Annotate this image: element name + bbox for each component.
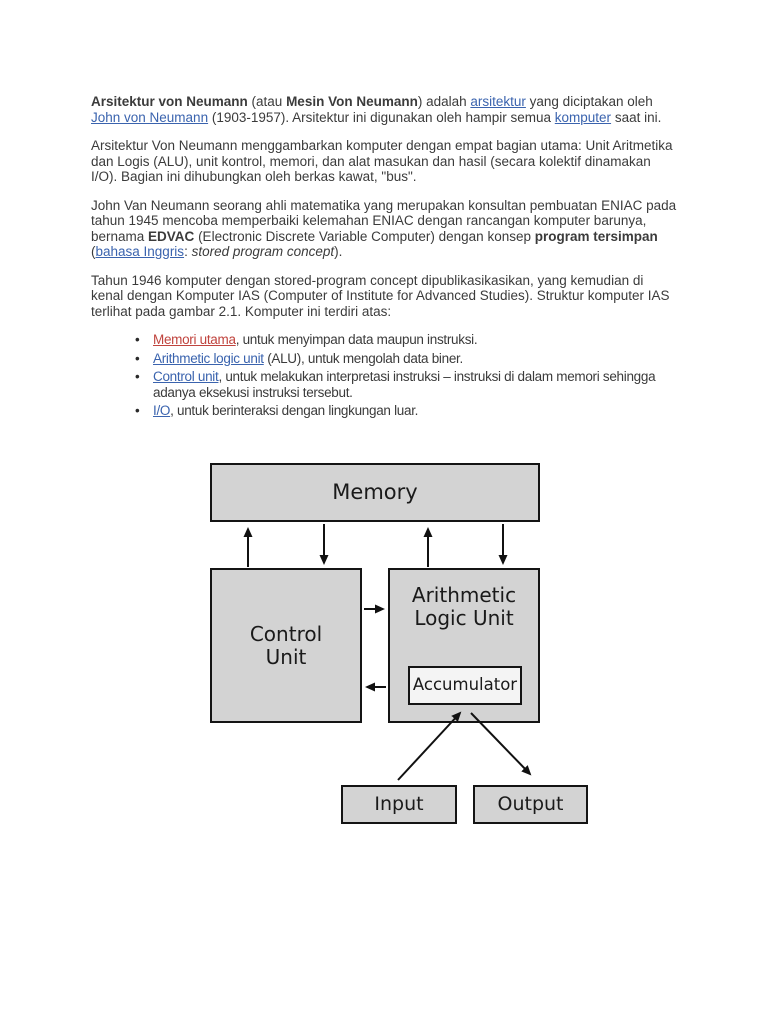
text-run: ).: [334, 244, 343, 259]
text-run: Mesin Von Neumann: [286, 94, 418, 109]
arrow-input-to-accumulator: [397, 711, 462, 781]
text-run: Tahun 1946 komputer dengan stored-progra…: [91, 272, 670, 319]
text-run: ) adalah: [417, 94, 471, 109]
link-control-unit[interactable]: Control unit: [153, 369, 219, 384]
input-label: Input: [374, 792, 424, 815]
memory-label: Memory: [332, 480, 418, 505]
link-i-o[interactable]: I/O: [153, 403, 171, 418]
von-neumann-architecture-diagram: Memory Control Unit Arithmetic Logic Uni…: [210, 463, 588, 825]
text-run: , untuk melakukan interpretasi instruksi…: [153, 369, 656, 400]
link-john-von-neumann[interactable]: John von Neumann: [91, 109, 209, 125]
control-unit-label: Control Unit: [249, 621, 323, 669]
text-run: (ALU), untuk mengolah data biner.: [263, 350, 463, 366]
text-run: , untuk menyimpan data maupun instruksi.: [235, 332, 478, 347]
link-memori-utama[interactable]: Memori utama: [153, 332, 236, 347]
text-run: Arsitektur von Neumann: [91, 94, 248, 109]
alu-label: Arithmetic Logic Unit: [411, 583, 517, 630]
accumulator-label: Accumulator: [412, 675, 518, 695]
text-run: (Electronic Discrete Variable Computer) …: [194, 228, 535, 244]
text-run: John Van Neumann seorang ahli matematika…: [91, 197, 677, 244]
paragraph-empat-bagian: Arsitektur Von Neumann menggambarkan kom…: [91, 138, 677, 185]
paragraph-komputer-ias: Tahun 1946 komputer dengan stored-progra…: [91, 273, 677, 320]
text-run: saat ini.: [611, 109, 662, 125]
output-label: Output: [497, 792, 564, 815]
link-arithmetic-logic-unit[interactable]: Arithmetic logic unit: [153, 350, 264, 366]
list-item: Memori utama, untuk menyimpan data maupu…: [135, 332, 677, 348]
article-body: Arsitektur von Neumann (atau Mesin Von N…: [91, 94, 677, 422]
link-arsitektur[interactable]: arsitektur: [470, 94, 526, 109]
component-list: Memori utama, untuk menyimpan data maupu…: [91, 332, 677, 419]
text-run: stored program concept: [191, 244, 335, 259]
link-bahasa-inggris[interactable]: bahasa Inggris: [95, 244, 185, 259]
link-komputer[interactable]: komputer: [554, 109, 612, 125]
list-item: Arithmetic logic unit (ALU), untuk mengo…: [135, 350, 677, 367]
diagram-box-accumulator: Accumulator: [408, 666, 522, 705]
text-run: Arsitektur Von Neumann menggambarkan kom…: [91, 138, 673, 184]
article-paragraphs: Arsitektur von Neumann (atau Mesin Von N…: [91, 94, 677, 319]
text-run: , untuk berinteraksi dengan lingkungan l…: [170, 403, 419, 418]
text-run: (: [91, 244, 96, 259]
diagram-box-control-unit: Control Unit: [210, 568, 362, 723]
diagram-box-memory: Memory: [210, 463, 540, 522]
text-run: yang diciptakan oleh: [525, 94, 653, 109]
text-run: program tersimpan: [534, 228, 658, 244]
list-item: Control unit, untuk melakukan interpreta…: [135, 369, 677, 400]
diagram-box-output: Output: [473, 785, 588, 824]
paragraph-eniac-edvac: John Van Neumann seorang ahli matematika…: [91, 198, 677, 260]
diagram-box-input: Input: [341, 785, 457, 824]
paragraph-intro: Arsitektur von Neumann (atau Mesin Von N…: [91, 94, 677, 125]
text-run: EDVAC: [148, 228, 195, 244]
text-run: (atau: [247, 94, 287, 109]
list-item: I/O, untuk berinteraksi dengan lingkunga…: [135, 403, 677, 419]
text-run: (1903-1957). Arsitektur ini digunakan ol…: [208, 109, 555, 125]
text-run: :: [184, 244, 192, 259]
